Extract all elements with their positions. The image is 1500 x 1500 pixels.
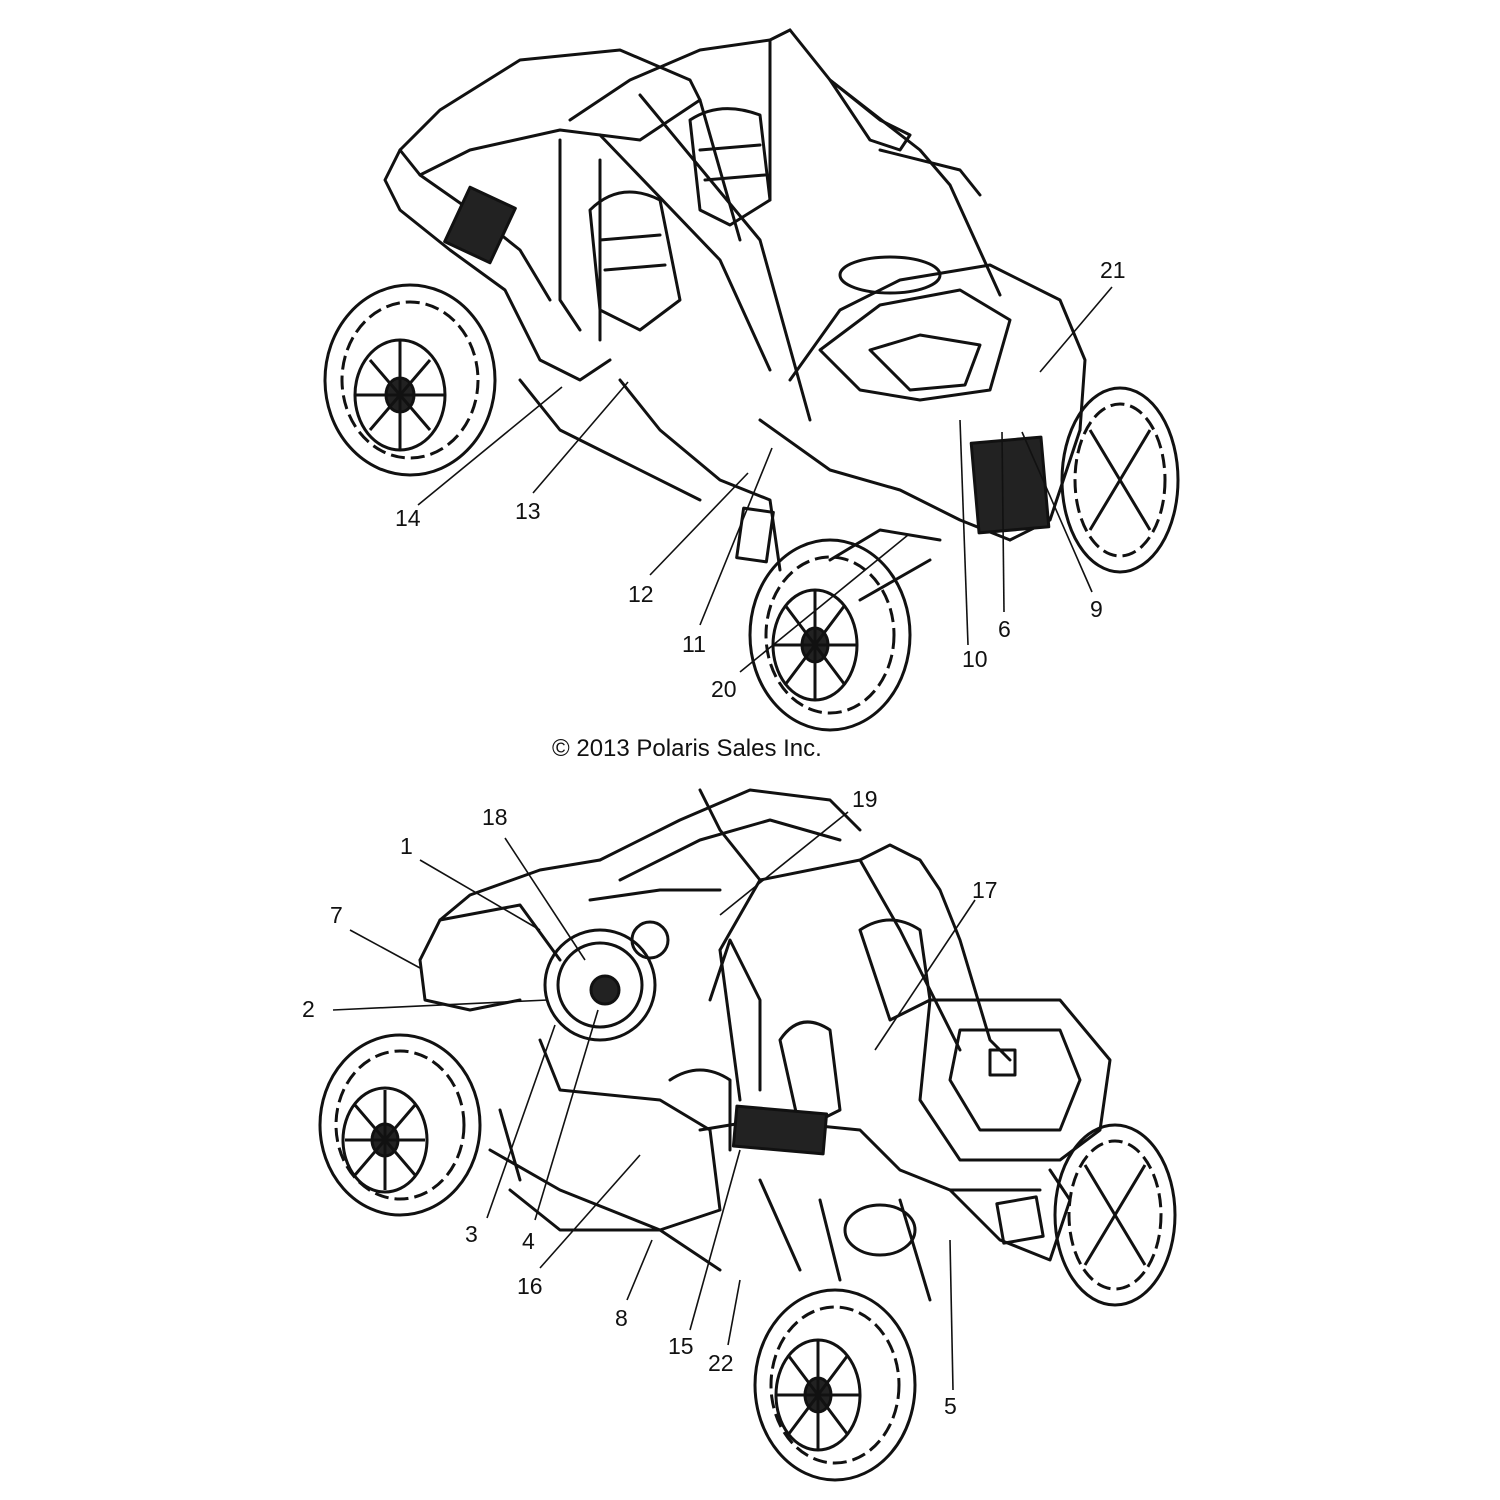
callout-21: 21 xyxy=(1100,257,1126,283)
callout-3: 3 xyxy=(465,1221,478,1247)
top-rear-left-wheel xyxy=(323,283,497,477)
bottom-leader-lines xyxy=(332,811,976,1391)
top-leader-lines xyxy=(417,286,1113,673)
callout-8: 8 xyxy=(615,1305,628,1331)
callout-13: 13 xyxy=(515,498,541,524)
callout-2: 2 xyxy=(302,996,315,1022)
top-front-right-wheel xyxy=(1060,386,1180,574)
callout-15: 15 xyxy=(668,1333,694,1359)
copyright-notice: © 2013 Polaris Sales Inc. xyxy=(552,735,822,762)
callout-5: 5 xyxy=(944,1393,957,1419)
callout-9: 9 xyxy=(1090,596,1103,622)
callout-7: 7 xyxy=(330,902,343,928)
bottom-rear-right-wheel xyxy=(1053,1123,1177,1307)
callout-20: 20 xyxy=(711,676,737,702)
top-vehicle-illustration xyxy=(383,28,1087,602)
callout-19: 19 xyxy=(852,786,878,812)
callout-11: 11 xyxy=(682,631,706,657)
bottom-rear-left-wheel xyxy=(753,1288,917,1482)
top-front-left-wheel xyxy=(748,538,912,732)
callout-16: 16 xyxy=(517,1273,543,1299)
callout-6: 6 xyxy=(998,616,1011,642)
callout-22: 22 xyxy=(708,1350,734,1376)
callout-1: 1 xyxy=(400,833,413,859)
bottom-front-wheel xyxy=(318,1033,482,1217)
bottom-vehicle-illustration xyxy=(418,788,1112,1302)
callout-18: 18 xyxy=(482,804,508,830)
callout-4: 4 xyxy=(522,1228,535,1254)
callout-12: 12 xyxy=(628,581,654,607)
callout-17: 17 xyxy=(972,877,998,903)
callout-14: 14 xyxy=(395,505,421,531)
callout-10: 10 xyxy=(962,646,988,672)
